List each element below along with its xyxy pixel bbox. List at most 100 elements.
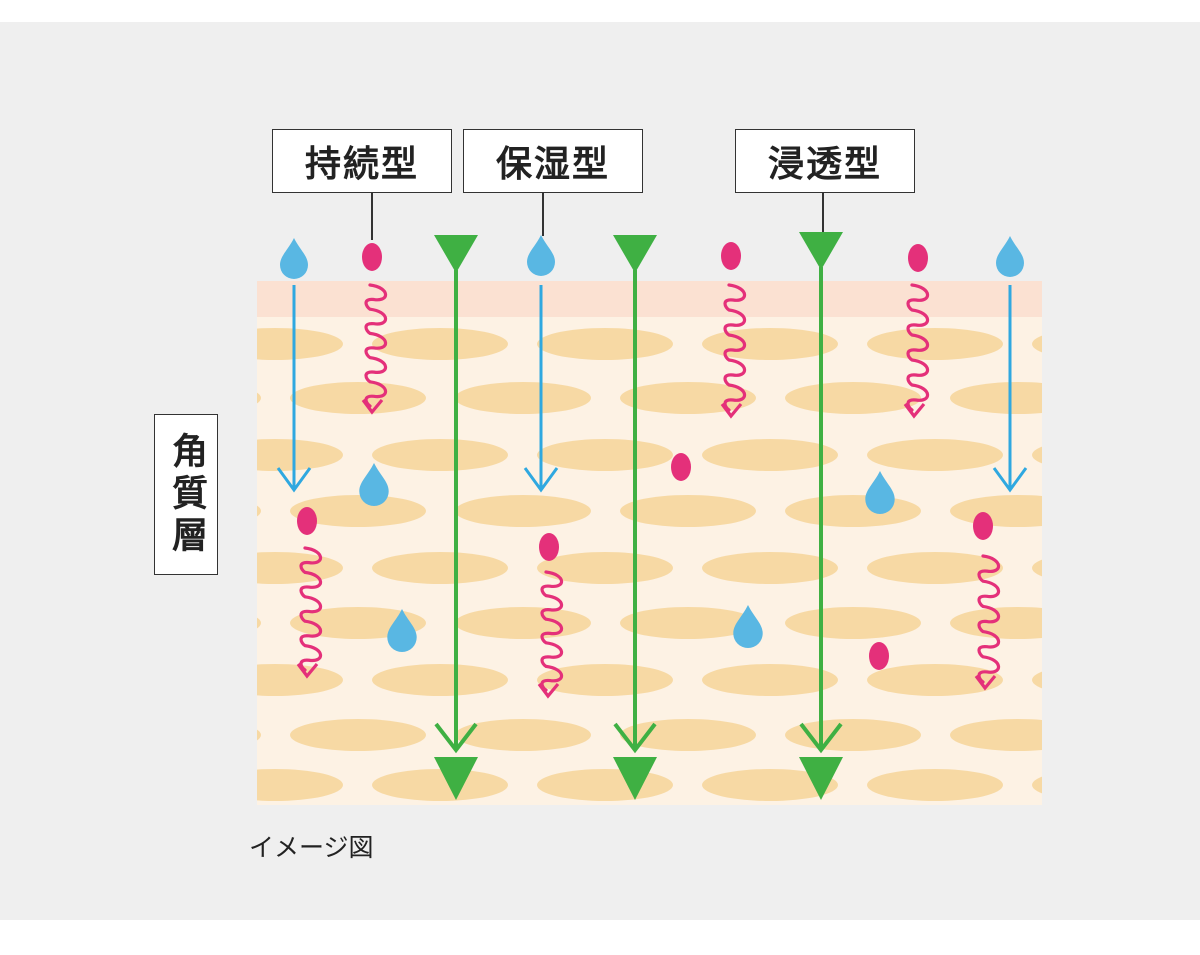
skin-cell [867, 664, 1003, 696]
skin-cell [950, 719, 1042, 751]
skin-cell [257, 664, 343, 696]
skin-cell [537, 328, 673, 360]
skin-cell [257, 392, 261, 404]
water-drops [280, 235, 1024, 653]
skin-cell [257, 328, 343, 360]
pink-dot-icon [973, 512, 993, 540]
pink-dot-icon [297, 507, 317, 535]
pink-arrowhead-icon [903, 402, 926, 419]
pink-arrowhead-icon [720, 402, 743, 419]
blue-arrowhead-icon [523, 467, 559, 493]
connector-lines [371, 193, 824, 240]
skin-cell [867, 439, 1003, 471]
skin-cell [537, 439, 673, 471]
skin-cell [702, 439, 838, 471]
pink-dot-icon [671, 453, 691, 481]
skin-cell [257, 729, 261, 741]
pink-arrowhead-icon [296, 662, 319, 679]
pink-dot-icon [721, 242, 741, 270]
skin-cell [702, 328, 838, 360]
green-triangle-icon [799, 757, 843, 800]
skin-cell [257, 439, 343, 471]
skin-cell [290, 382, 426, 414]
skin-cell [257, 769, 343, 801]
green-arrowhead-icon [613, 722, 657, 754]
water-drop-icon [865, 471, 895, 515]
skin-cell [537, 769, 673, 801]
skin-cell [785, 607, 921, 639]
pink-dot-icon [539, 533, 559, 561]
skin-cell [290, 495, 426, 527]
water-drop-icon [280, 238, 308, 279]
skin-cell [702, 769, 838, 801]
green-triangle-icon [434, 235, 478, 273]
skin-cell [455, 382, 591, 414]
green-triangle-icon [434, 757, 478, 800]
skin-cell [257, 505, 261, 517]
pink-squiggle-arrow [540, 570, 564, 692]
skin-cell [867, 769, 1003, 801]
caption: イメージ図 [249, 833, 374, 862]
skin-cell [785, 719, 921, 751]
water-drop-icon [733, 605, 763, 649]
pink-dot-icon [869, 642, 889, 670]
water-drop-icon [359, 463, 389, 507]
skin-cell [702, 552, 838, 584]
green-arrowhead-icon [799, 722, 843, 754]
water-drop-icon [387, 609, 417, 653]
skin-cell [950, 607, 1042, 639]
skin-layer [257, 281, 1042, 805]
skin-cell [950, 382, 1042, 414]
pink-dot-icon [362, 243, 382, 271]
skin-cell [455, 607, 591, 639]
pink-arrowhead-icon [537, 682, 560, 699]
green-triangle-icon [613, 757, 657, 800]
skin-cell [950, 495, 1042, 527]
water-drop-icon [996, 236, 1024, 277]
skin-cell [702, 664, 838, 696]
label-stratum-corneum: 角質層 [154, 414, 218, 575]
green-triangle-icon [613, 235, 657, 273]
green-arrowhead-icon [434, 722, 478, 754]
blue-arrows [276, 285, 1028, 493]
skin-cell [1032, 671, 1042, 689]
skin-cell [372, 328, 508, 360]
pink-squiggle-arrow [364, 283, 388, 408]
blue-arrowhead-icon [992, 467, 1028, 493]
skin-cell [620, 495, 756, 527]
skin-cell [257, 617, 261, 629]
skin-cell [372, 769, 508, 801]
pink-arrowhead-icon [361, 398, 384, 415]
skin-cell [1032, 559, 1042, 577]
skin-cell [537, 552, 673, 584]
label-penetrating-type: 浸透型 [735, 129, 915, 193]
skin-cell [867, 328, 1003, 360]
pink-squiggle-arrows [296, 283, 1001, 699]
label-sustained-type: 持続型 [272, 129, 452, 193]
skin-cell [620, 607, 756, 639]
blue-arrowhead-icon [276, 467, 312, 493]
skin-cell [290, 719, 426, 751]
skin-cell [1032, 446, 1042, 464]
skin-cell [785, 382, 921, 414]
skin-cell [257, 552, 343, 584]
green-triangle-icon [799, 232, 843, 270]
skin-cell [455, 495, 591, 527]
pink-squiggle-arrow [299, 546, 323, 672]
green-arrows [434, 232, 843, 800]
skin-cell [1032, 776, 1042, 794]
skin-cell [537, 664, 673, 696]
skin-cell [867, 552, 1003, 584]
pink-squiggle-arrow [906, 283, 930, 412]
pink-arrowhead-icon [974, 674, 997, 691]
label-moisturizing-type: 保湿型 [463, 129, 643, 193]
pink-squiggle-arrow [723, 283, 747, 412]
pink-squiggle-arrow [977, 554, 1001, 684]
skin-cell [785, 495, 921, 527]
skin-cell [372, 552, 508, 584]
skin-cell [1032, 335, 1042, 353]
skin-cell [372, 439, 508, 471]
pink-dot-icon [908, 244, 928, 272]
skin-cell [455, 719, 591, 751]
